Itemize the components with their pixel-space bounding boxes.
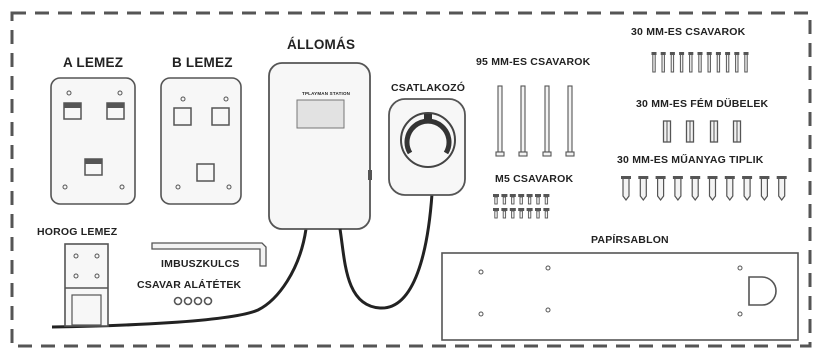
plastic-plug <box>638 176 649 201</box>
label-plastic-plugs: 30 MM-ES MŰANYAG TIPLIK <box>617 154 764 166</box>
screws-30mm-group <box>651 52 749 73</box>
screw-30mm <box>743 52 749 73</box>
washer <box>193 296 203 306</box>
screws-95mm-group <box>495 85 575 157</box>
connector-unit <box>338 98 466 310</box>
label-connector: CSATLAKOZÓ <box>391 82 466 94</box>
screw-95mm <box>565 85 575 157</box>
plastic-plug <box>690 176 701 201</box>
m5-screw <box>518 194 525 205</box>
washer <box>183 296 193 306</box>
label-plate-b: B LEMEZ <box>172 55 233 70</box>
label-station: ÁLLOMÁS <box>287 37 356 52</box>
screw-30mm <box>706 52 712 73</box>
label-washers: CSAVAR ALÁTÉTEK <box>137 279 242 291</box>
m5-screw <box>526 194 533 205</box>
hook-plate <box>64 243 109 327</box>
screw-95mm <box>518 85 528 157</box>
metal-dowel <box>662 120 672 143</box>
m5-screw <box>493 194 499 205</box>
label-metal-dowels: 30 MM-ES FÉM DÜBELEK <box>636 98 769 110</box>
washer <box>173 296 183 306</box>
m5-screw <box>501 194 508 205</box>
screw-30mm <box>660 52 666 73</box>
screw-30mm <box>679 52 685 73</box>
screw-30mm <box>734 52 740 73</box>
metal-dowel <box>732 120 742 143</box>
label-station-brand: TPLAYMAN STATION <box>302 91 351 96</box>
plastic-plug <box>621 176 631 201</box>
metal-dowel <box>709 120 719 143</box>
plastic-plug <box>724 176 735 201</box>
metal-dowel <box>685 120 695 143</box>
label-plate-a: A LEMEZ <box>63 55 124 70</box>
allen-key <box>151 242 267 267</box>
plastic-plug-group <box>621 176 787 201</box>
screw-95mm <box>495 85 505 157</box>
metal-dowel-group <box>662 120 742 143</box>
plastic-plug <box>759 176 770 201</box>
plastic-plug <box>776 176 787 201</box>
label-screws-30mm: 30 MM-ES CSAVAROK <box>631 26 746 38</box>
m5-screw <box>526 208 533 219</box>
m5-screw <box>493 208 499 219</box>
screw-30mm <box>651 52 657 73</box>
plastic-plug <box>672 176 683 201</box>
screw-30mm <box>697 52 703 73</box>
washer-group <box>173 296 213 306</box>
m5-screw <box>509 208 516 219</box>
paper-template <box>441 252 799 341</box>
screw-30mm <box>688 52 694 73</box>
m5-screw <box>543 208 550 219</box>
label-screws-95mm: 95 MM-ES CSAVAROK <box>476 56 591 68</box>
screw-30mm <box>725 52 731 73</box>
screw-95mm <box>542 85 552 157</box>
plate-b <box>160 77 242 205</box>
m5-screw <box>501 208 508 219</box>
label-allen-key: IMBUSZKULCS <box>161 258 240 270</box>
washer <box>203 296 213 306</box>
plastic-plug <box>742 176 753 201</box>
screw-30mm <box>715 52 721 73</box>
label-paper-template: PAPÍRSABLON <box>591 234 669 246</box>
label-m5-screws: M5 CSAVAROK <box>495 173 574 185</box>
dashed-border <box>10 11 812 348</box>
m5-screw <box>509 194 516 205</box>
m5-screw <box>535 194 541 205</box>
station-unit <box>51 62 372 329</box>
m5-screw <box>543 194 550 205</box>
plastic-plug <box>707 176 718 201</box>
screw-30mm <box>669 52 675 73</box>
m5-screw-group <box>493 194 550 219</box>
plastic-plug <box>655 176 666 201</box>
label-hook-plate: HOROG LEMEZ <box>37 226 118 238</box>
m5-screw <box>518 208 525 219</box>
plate-a <box>50 77 136 205</box>
m5-screw <box>535 208 541 219</box>
